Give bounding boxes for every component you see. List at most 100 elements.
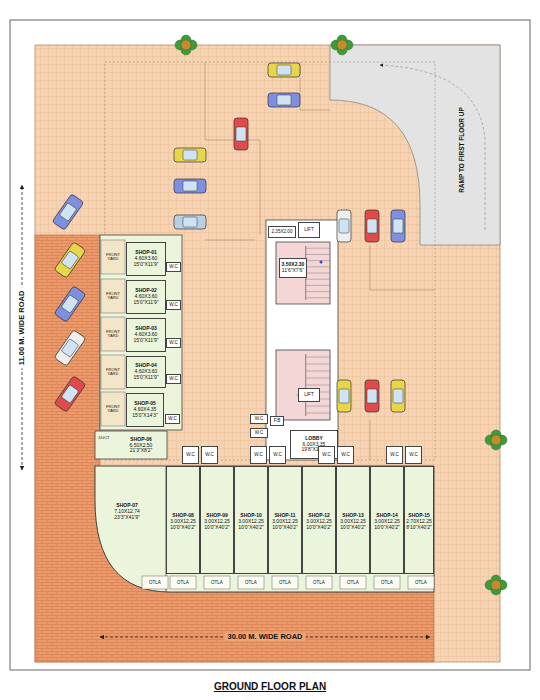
room-box: SHOP-077.10X12.7423'3"X41'9"	[100, 497, 154, 527]
tree	[485, 575, 507, 595]
room-name: W.C	[169, 376, 178, 381]
shop-unit: SHOP-133.00X12.2510'0"X40'2"	[336, 466, 370, 574]
parked-car	[234, 118, 248, 150]
car-body	[391, 210, 405, 242]
stair-tread	[306, 297, 330, 298]
stair-tread	[306, 260, 330, 261]
toilet-room: W.C	[201, 446, 218, 464]
shop-unit: SHOP-152.70X12.258'10"X40'2"	[404, 466, 434, 574]
tree-foliage	[491, 435, 501, 445]
front-yard	[101, 279, 125, 313]
car-body	[52, 194, 84, 230]
car-body	[268, 63, 300, 77]
parked-car	[174, 148, 206, 162]
staircase	[276, 350, 330, 420]
parked-car	[365, 210, 379, 242]
toilet-room: W.C	[166, 374, 181, 384]
room-box: 3.50X2.3011'6"X7'6"	[279, 258, 307, 278]
car-roof	[61, 251, 79, 270]
room-name: W.C	[186, 452, 195, 457]
otla-box	[408, 576, 434, 589]
rear-shops-block	[95, 466, 434, 592]
room-dimension: 10'0"X40'2"	[170, 525, 195, 531]
stair-tread	[306, 279, 330, 280]
car-body	[54, 330, 86, 366]
area-label: FRONT YARD	[102, 405, 124, 414]
car-body	[365, 380, 379, 412]
stair-treads	[306, 357, 330, 413]
parked-car	[54, 376, 86, 412]
shop-unit: SHOP-103.00X12.2510'0"X40'2"	[234, 466, 268, 574]
car-body	[391, 380, 405, 412]
room-box: 2.35X2.00	[268, 226, 296, 238]
area-label: OTLA	[211, 580, 223, 585]
car-body	[365, 210, 379, 242]
car-body	[174, 215, 206, 229]
tree	[331, 35, 353, 55]
driveway-lines	[205, 62, 435, 460]
room-dimension: 8'10"X40'2"	[406, 525, 431, 531]
room-dimension: 10'0"X40'2"	[374, 525, 399, 531]
room-dimension: 15'0"X11'9"	[133, 300, 158, 306]
room-name: W.C	[205, 452, 214, 457]
toilet-room: W.C	[166, 300, 181, 310]
area-label: OTLA	[313, 580, 325, 585]
shop-unit: SHOP-054.60X4.3515'0"X14'3"	[126, 393, 164, 427]
room-dimension: 15'0"X14'3"	[132, 413, 157, 419]
area-label: OTLA	[149, 580, 161, 585]
parked-car	[365, 380, 379, 412]
car-roof	[183, 150, 197, 160]
front-shops-block	[100, 235, 182, 430]
room-dimension: 15'0"X11'9"	[133, 338, 158, 344]
front-yard	[101, 240, 125, 274]
road-setback-paving	[35, 235, 434, 662]
parked-car	[54, 330, 86, 366]
area-label: OTLA	[347, 580, 359, 585]
shop-unit: SHOP-113.00X12.2510'0"X40'2"	[268, 466, 302, 574]
otla-box	[170, 576, 196, 589]
core-outline	[266, 220, 338, 460]
shop-unit: SHOP-093.00X12.2510'0"X40'2"	[200, 466, 234, 574]
room-box: F.B	[270, 416, 284, 426]
car-roof	[183, 217, 197, 227]
road-name: 11.00 M. WIDE ROAD	[18, 288, 26, 369]
stair-marker	[320, 261, 323, 264]
room-box: LIFT	[298, 388, 320, 402]
car-roof	[277, 65, 291, 75]
car-roof	[393, 219, 403, 233]
parked-car	[268, 63, 300, 77]
car-body	[337, 210, 351, 242]
otla-box	[142, 576, 168, 589]
shop-unit: SHOP-083.00X12.2510'0"X40'2"	[166, 466, 200, 574]
parked-car	[268, 93, 300, 107]
parked-car	[337, 210, 351, 242]
front-yard	[101, 355, 125, 389]
shop-unit: SHOP-034.60X3.6015'0"X11'9"	[126, 318, 166, 352]
shop-unit: SHOP-143.00X12.2510'0"X40'2"	[370, 466, 404, 574]
toilet-room: W.C	[405, 446, 422, 464]
car-body	[54, 286, 86, 322]
stair-tread	[306, 248, 330, 249]
car-roof	[367, 389, 377, 403]
room-name: W.C	[409, 452, 418, 457]
otla-box	[374, 576, 400, 589]
tree-foliage	[491, 580, 501, 590]
car-roof	[277, 95, 291, 105]
room-name: W.C	[273, 452, 282, 457]
stair-tread	[306, 378, 330, 379]
parked-car	[54, 242, 86, 278]
room-name: W.C	[255, 430, 264, 435]
stair-tread	[306, 254, 330, 255]
car-roof	[236, 127, 246, 141]
room-box: SHOP-066.50X2.5021'3"X8'2"	[118, 433, 164, 458]
shop-06-block	[95, 431, 167, 459]
otla-box	[306, 576, 332, 589]
car-body	[174, 148, 206, 162]
tree-foliage	[337, 40, 347, 50]
car-roof	[393, 389, 403, 403]
area-label: FRONT YARD	[102, 368, 124, 377]
car-roof	[61, 385, 79, 404]
car-roof	[59, 203, 77, 222]
toilet-room: W.C	[386, 446, 403, 464]
